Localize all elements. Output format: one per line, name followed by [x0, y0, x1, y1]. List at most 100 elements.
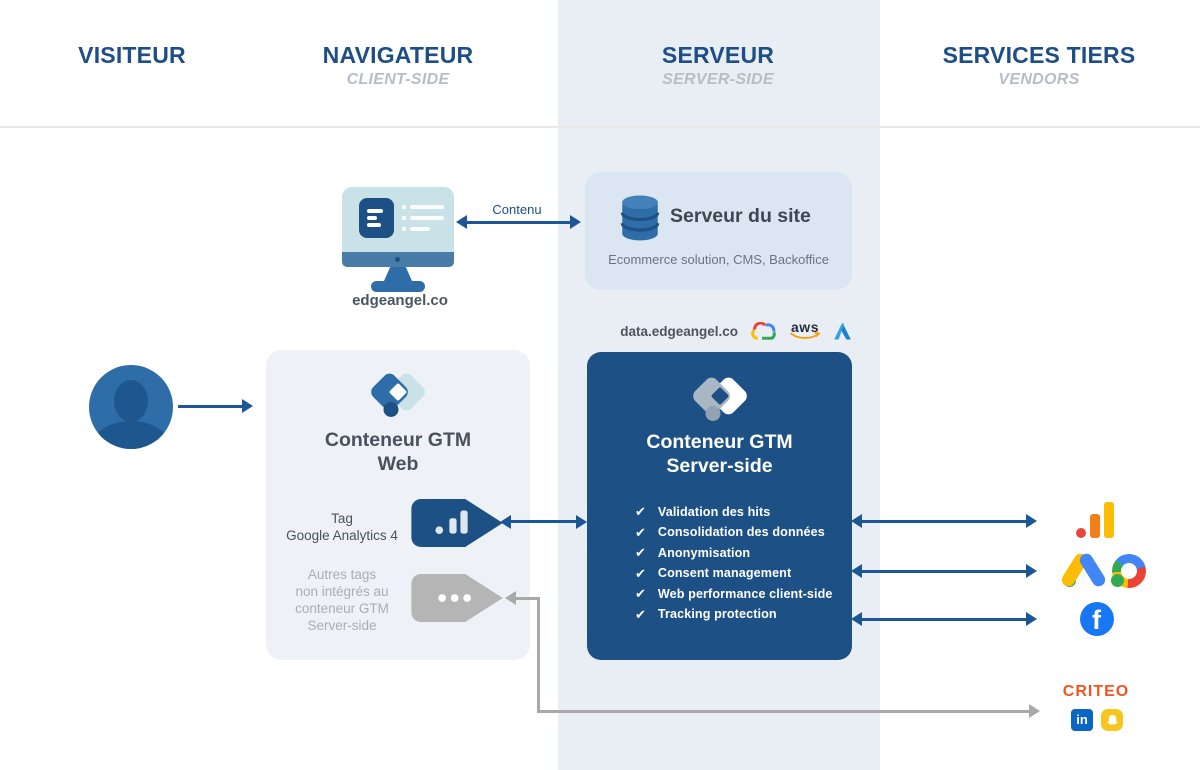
server-domain-label: data.edgeangel.co: [620, 323, 738, 339]
website-monitor-icon: [342, 187, 454, 252]
other-tags-label-line: Server-side: [307, 618, 377, 633]
server-domain-row: data.edgeangel.co aws: [600, 316, 852, 346]
arrow-other-tags-segment: [516, 596, 540, 600]
monitor-stand: [384, 267, 412, 281]
gtm-web-title-line1: Conteneur GTM: [324, 429, 472, 451]
other-tags-label-line: non intégrés au: [295, 584, 389, 599]
feature-row: ✔ Validation des hits: [635, 504, 833, 519]
feature-label: Validation des hits: [657, 504, 771, 519]
other-tags-label-line: Autres tags: [307, 567, 377, 582]
header-divider: [0, 126, 1200, 128]
google-analytics-icon: [1076, 500, 1118, 540]
arrow-other-tags-to-vendors: [537, 709, 1029, 713]
column-subtitle: VENDORS: [998, 71, 1080, 88]
feature-label: Web performance client-side: [657, 586, 833, 601]
person-shoulders: [93, 421, 169, 449]
ga4-tag-label: Tag Google Analytics 4: [274, 510, 410, 544]
linkedin-in: in: [1076, 712, 1088, 727]
feature-row: ✔ Web performance client-side: [635, 586, 833, 601]
list-bullet: [402, 216, 406, 220]
column-subtitle: SERVER-SIDE: [662, 71, 774, 88]
check-icon: ✔: [635, 524, 646, 540]
other-tags-label-line: conteneur GTM: [295, 601, 389, 616]
check-icon: ✔: [635, 565, 646, 581]
snapchat-ghost: [1106, 714, 1118, 725]
feature-row: ✔ Consolidation des données: [635, 524, 833, 540]
site-server-card: Serveur du site Ecommerce solution, CMS,…: [585, 172, 852, 290]
gtm-server-title-line2: Server-side: [666, 455, 773, 477]
gtm-server-card: Conteneur GTM Server-side ✔ Validation de…: [587, 352, 852, 660]
other-tags-tag-icon: [411, 573, 503, 623]
azure-icon: [834, 323, 851, 339]
arrow-ga4-to-server: [511, 520, 576, 523]
arrow-server-to-ads: [862, 569, 1026, 573]
other-tags-label: Autres tags non intégrés au conteneur GT…: [274, 566, 410, 634]
aws-icon: aws: [790, 319, 820, 340]
document-icon: [359, 198, 394, 238]
check-icon: ✔: [635, 504, 646, 519]
arrowhead-left-icon: [505, 591, 516, 605]
column-header-visiteur: VISITEUR: [32, 42, 232, 69]
gtm-logo-web-icon: [371, 373, 425, 417]
arrowhead-left-icon: [851, 514, 862, 528]
column-subtitle: CLIENT-SIDE: [346, 71, 450, 88]
gtm-server-title-line1: Conteneur GTM: [646, 431, 793, 453]
feature-row: ✔ Anonymisation: [635, 545, 833, 560]
gtm-server-title: Conteneur GTM Server-side: [587, 430, 852, 478]
linkedin-icon: in: [1071, 709, 1093, 731]
feature-label: Tracking protection: [657, 607, 777, 621]
arrow-other-tags-segment: [537, 596, 540, 713]
monitor-bezel: [342, 252, 454, 267]
text-line: [367, 216, 377, 220]
feature-label: Consolidation des données: [657, 525, 825, 539]
feature-label: Consent management: [657, 566, 792, 580]
monitor-camera-dot: [395, 257, 400, 262]
content-arrow-label: Contenu: [492, 202, 542, 217]
aws-label: aws: [791, 319, 819, 335]
text-line: [367, 209, 383, 213]
feature-row: ✔ Tracking protection: [635, 606, 833, 622]
gtm-web-card: Conteneur GTM Web Tag Google Analytics 4…: [266, 350, 530, 660]
google-cloud-icon: [751, 322, 776, 340]
google-ads-icon: [1059, 551, 1108, 589]
monitor-base: [371, 281, 425, 292]
ga-mid-bar: [1090, 514, 1100, 538]
check-icon: ✔: [635, 606, 646, 622]
list-bullet: [402, 205, 406, 209]
ga4-tag-label-line1: Tag: [331, 511, 353, 526]
list-bullet: [402, 227, 406, 231]
site-server-subtitle: Ecommerce solution, CMS, Backoffice: [608, 252, 829, 267]
arrowhead-right-icon: [576, 514, 587, 529]
ga4-tag-icon: [411, 498, 503, 548]
column-title: SERVEUR: [661, 42, 775, 68]
feature-label: Anonymisation: [657, 545, 751, 560]
google-marketing-platform-icon: [1111, 554, 1146, 588]
arrowhead-right-icon: [1026, 612, 1037, 626]
aws-swoosh: [790, 332, 820, 339]
column-header-services-tiers: SERVICES TIERS VENDORS: [909, 42, 1169, 89]
visitor-avatar: [89, 365, 173, 449]
column-title: VISITEUR: [78, 42, 186, 68]
website-domain-label: edgeangel.co: [352, 292, 448, 309]
gtm-logo-server-icon: [692, 377, 747, 421]
gtm-web-title-line2: Web: [377, 453, 419, 475]
arrow-server-to-analytics: [862, 519, 1026, 523]
arrowhead-left-icon: [500, 514, 511, 529]
arrowhead-right-icon: [1026, 564, 1037, 578]
facebook-icon: f: [1080, 602, 1114, 636]
column-title: SERVICES TIERS: [942, 42, 1136, 68]
check-icon: ✔: [635, 545, 646, 560]
list-line: [410, 216, 444, 220]
snapchat-icon: [1101, 709, 1123, 731]
column-title: NAVIGATEUR: [322, 42, 474, 68]
site-server-title: Serveur du site: [670, 205, 811, 227]
arrow-browser-to-site-server: [467, 220, 570, 224]
arrowhead-right-icon: [242, 399, 253, 413]
check-icon: ✔: [635, 586, 646, 601]
arrowhead-right-icon: [1029, 704, 1040, 718]
donut-green-dot: [1111, 574, 1124, 587]
arrowhead-right-icon: [570, 215, 581, 229]
ga4-tag-label-line2: Google Analytics 4: [286, 528, 398, 543]
database-icon: [620, 195, 660, 241]
feature-list: ✔ Validation des hits ✔ Consolidation des …: [635, 504, 833, 622]
